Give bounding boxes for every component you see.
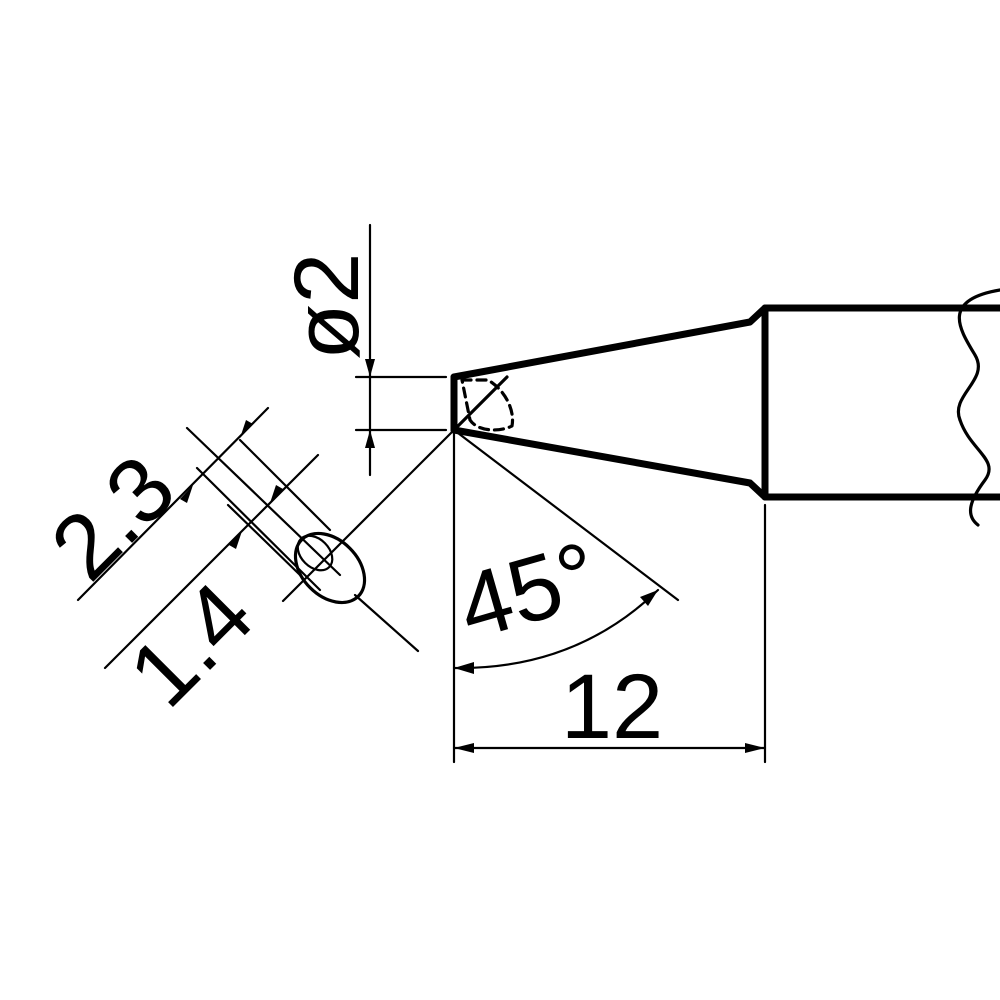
tip-lower-taper [450, 426, 1000, 501]
bevel-height-label: 1.4 [110, 564, 273, 727]
bevel-face-ellipse-inner [296, 534, 334, 572]
dim-2-3-arrow-b [240, 420, 253, 438]
bevel-diagonal [452, 375, 509, 432]
break-line-upper [956, 288, 1000, 422]
bevel-face-ellipse-outer [293, 531, 367, 605]
dim-1-4-arrow-b [270, 485, 283, 503]
angle-arc [452, 588, 660, 670]
angle-ext-line [452, 428, 680, 602]
detail-ext-2 [195, 466, 322, 592]
break-line-lower [958, 418, 991, 527]
angle-arrow-right [640, 590, 658, 606]
angle-arrow-left [454, 662, 474, 674]
projection-line-a [281, 428, 456, 603]
dim-2-3-arrow-a [180, 485, 193, 503]
length-dimension: 12 [452, 503, 767, 764]
projection-line-b [353, 593, 420, 653]
diameter-dimension: ø2 [276, 223, 448, 477]
length-arrow-left [454, 743, 474, 753]
bevel-width-label: 2.3 [32, 437, 195, 600]
detail-ext-3 [238, 438, 332, 532]
bevel-detail-view: 2.3 1.4 [32, 406, 456, 727]
detail-ext-4 [226, 503, 302, 577]
dim-2-3-line [76, 406, 270, 602]
length-label: 12 [561, 656, 663, 758]
dim-1-4-line [103, 453, 320, 670]
dim-1-4-arrow-a [229, 531, 242, 549]
detail-ext-1 [185, 426, 342, 577]
diameter-label: ø2 [276, 253, 378, 360]
diameter-arrow-top [365, 359, 375, 377]
angle-label: 45° [447, 523, 609, 659]
diameter-arrow-bottom [365, 430, 375, 448]
bevel-hidden-contour [460, 378, 515, 432]
length-arrow-right [745, 743, 765, 753]
tip-body [450, 288, 1000, 527]
tip-upper-taper [450, 304, 1000, 381]
